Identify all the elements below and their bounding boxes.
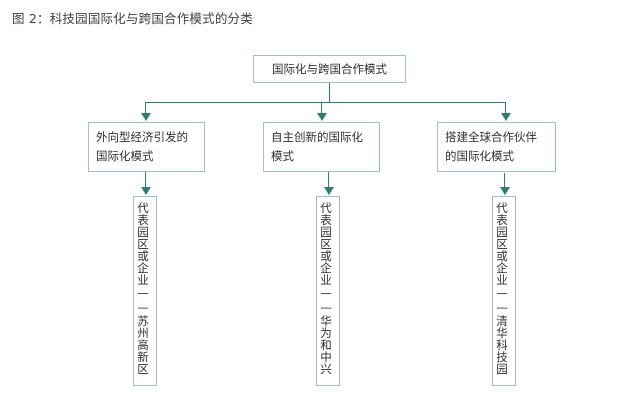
arrow-down-icon-leaf-1 (141, 187, 151, 195)
node-leaf-3: 代表园区或企业——清华科技园 (492, 196, 516, 386)
connector-horizontal-bus (145, 102, 505, 103)
arrow-down-icon-branch-3 (501, 113, 511, 121)
connector-stem-leaf-2 (328, 172, 329, 187)
node-branch-2: 自主创新的国际化模式 (263, 122, 380, 172)
node-branch-1: 外向型经济引发的国际化模式 (88, 122, 205, 172)
connector-drop-branch-1 (145, 102, 146, 114)
arrow-down-icon-leaf-3 (500, 187, 510, 195)
arrow-down-icon-branch-2 (317, 113, 327, 121)
node-leaf-1: 代表园区或企业——苏州高新区 (133, 196, 157, 386)
arrow-down-icon-leaf-2 (324, 187, 334, 195)
node-root: 国际化与跨国合作模式 (253, 55, 406, 83)
connector-root-stem (329, 83, 330, 102)
connector-stem-leaf-3 (504, 173, 505, 187)
connector-drop-branch-3 (505, 102, 506, 114)
node-branch-3: 搭建全球合作伙伴的国际化模式 (437, 122, 556, 172)
figure-title: 图 2：科技园国际化与跨国合作模式的分类 (12, 11, 253, 26)
connector-stem-leaf-1 (145, 172, 146, 187)
arrow-down-icon-branch-1 (141, 113, 151, 121)
node-leaf-2: 代表园区或企业——华为和中兴 (316, 196, 340, 386)
connector-drop-branch-2 (321, 102, 322, 114)
